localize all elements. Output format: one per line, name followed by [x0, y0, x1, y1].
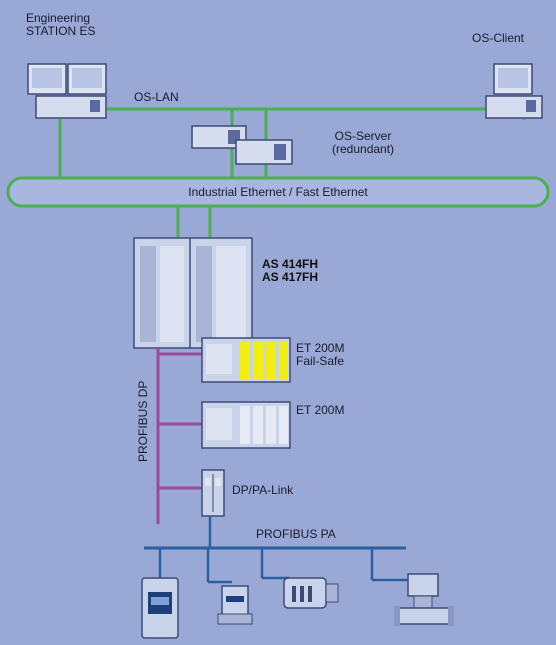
industrial-ethernet-bus [6, 176, 550, 208]
os-server-label-line2: (redundant) [332, 142, 395, 156]
engineering-station-label-line1: Engineering [26, 11, 91, 25]
profibus-pa-label: PROFIBUS PA [256, 527, 336, 541]
et200m-label: ET 200M [296, 403, 345, 417]
as-controller-label-1: AS 414FH [262, 257, 319, 271]
engineering-station-label-line2: STATION ES [26, 24, 96, 38]
os-server-label: OS-Server (redundant) [332, 130, 394, 156]
field-device-flowmeter-1 [217, 585, 253, 625]
as-controller-label-2: AS 417FH [262, 270, 319, 284]
os-client-label: OS-Client [472, 31, 525, 45]
field-device-flowmeter-2 [394, 573, 454, 626]
et200m-failsafe-label-line2: Fail-Safe [296, 354, 345, 368]
field-device-valve [283, 577, 339, 609]
os-server-computers [191, 125, 293, 165]
industrial-ethernet-label: Industrial Ethernet / Fast Ethernet [188, 185, 368, 199]
os-server-label-line1: OS-Server [334, 129, 392, 143]
et200m-failsafe-label: ET 200M Fail-Safe [296, 342, 344, 368]
engineering-station-computer [27, 63, 107, 119]
et200m-failsafe-module [201, 337, 291, 383]
engineering-station-label: Engineering STATION ES [26, 12, 96, 38]
field-device-transmitter [141, 577, 179, 639]
et200m-failsafe-label-line1: ET 200M [296, 341, 345, 355]
os-lan-label: OS-LAN [134, 90, 179, 104]
as-controllers [133, 237, 253, 349]
et200m-module [201, 401, 291, 449]
profibus-dp-label: PROFIBUS DP [136, 380, 150, 462]
dp-pa-link-module [201, 469, 225, 517]
os-client-computer [485, 63, 543, 119]
as-controllers-label: AS 414FH AS 417FH [262, 258, 318, 284]
dp-pa-link-label: DP/PA-Link [232, 483, 294, 497]
